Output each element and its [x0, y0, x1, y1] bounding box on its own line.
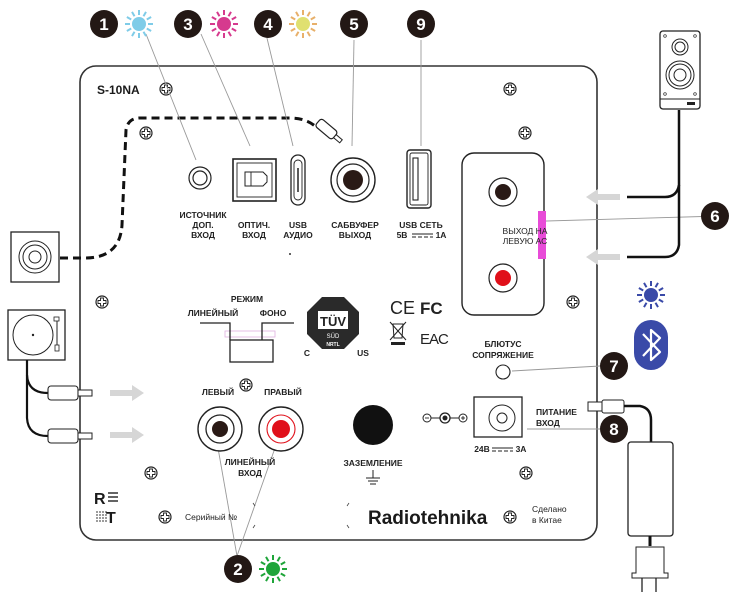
- usb-power-current: 1А: [436, 230, 447, 240]
- svg-text:NRTL: NRTL: [326, 342, 339, 348]
- ground-terminal: [353, 405, 393, 445]
- bluetooth-pair-button[interactable]: [495, 364, 511, 380]
- serial-frame: [252, 502, 350, 529]
- svg-text:8: 8: [609, 420, 618, 439]
- left-speaker-label-2: ЛЕВУЮ АС: [503, 236, 548, 246]
- power-input-jack: [473, 396, 523, 438]
- tuv-certification-icon: TÜV SÜD NRTL: [307, 297, 359, 349]
- subwoofer-output-jack: [330, 157, 376, 203]
- callout-badge-6: 6: [701, 202, 729, 230]
- svg-text:1: 1: [99, 15, 108, 34]
- aux-label-1: ИСТОЧНИК: [179, 210, 227, 220]
- aux-input-jack: [188, 166, 212, 190]
- tuv-us-label: US: [357, 348, 369, 358]
- bluetooth-icon: [634, 320, 668, 370]
- optical-label-2: ВХОД: [242, 230, 266, 240]
- line-in-label-1: ЛИНЕЙНЫЙ: [225, 456, 276, 467]
- aux-label-3: ВХОД: [191, 230, 215, 240]
- arrow-left-icon: [586, 189, 620, 265]
- subwoofer-label-2: ВЫХОД: [339, 230, 371, 240]
- usb-power-label: USB СЕТЬ: [399, 220, 442, 230]
- svg-text:3: 3: [183, 15, 192, 34]
- callout-badge-5: 5: [340, 10, 368, 38]
- led-green-icon: [259, 555, 287, 583]
- usb-audio-label-1: USB: [289, 220, 307, 230]
- mode-switch[interactable]: [200, 322, 294, 363]
- callout-lines: [145, 33, 721, 557]
- bluetooth-label-1: БЛЮТУС: [484, 339, 521, 349]
- callout-badge-1: 1: [90, 10, 118, 38]
- line-in-right-jack: [258, 406, 304, 452]
- mode-line-label: ЛИНЕЙНЫЙ: [188, 307, 239, 318]
- dc-polarity-icon: [422, 412, 468, 424]
- svg-text:2: 2: [233, 560, 242, 579]
- made-in-line-1: Сделано: [532, 504, 567, 514]
- callout-badge-7: 7: [600, 352, 628, 380]
- led-yellow-icon: [289, 10, 317, 38]
- optical-input-jack: [232, 158, 277, 202]
- callout-badge-8: 8: [600, 415, 628, 443]
- svg-text:T: T: [106, 510, 116, 527]
- magenta-marker: [538, 211, 546, 259]
- usb-power-volt: 5В: [397, 230, 408, 240]
- svg-text:R: R: [94, 491, 106, 508]
- led-blue-icon: [125, 10, 153, 38]
- left-speaker-output: [461, 152, 545, 316]
- model-name: S-10NA: [97, 83, 140, 97]
- ground-icon: [366, 470, 380, 485]
- line-in-left-jack: [197, 406, 243, 452]
- left-speaker-label-1: ВЫХОД НА: [503, 226, 548, 236]
- subwoofer-icon: [10, 231, 60, 283]
- eac-mark-icon: EAC: [420, 331, 449, 348]
- fcc-mark-icon: FC: [420, 299, 443, 318]
- callout-badge-4: 4: [254, 10, 282, 38]
- mode-title: РЕЖИМ: [231, 294, 263, 304]
- usb-audio-port: [290, 154, 306, 206]
- power-label-2: ВХОД: [536, 418, 560, 428]
- svg-text:TÜV: TÜV: [320, 314, 346, 329]
- power-label-1: ПИТАНИЕ: [536, 407, 577, 417]
- line-in-right-label: ПРАВЫЙ: [264, 386, 302, 397]
- power-voltage: 24В: [474, 444, 490, 454]
- callout-badge-2: 2: [224, 555, 252, 583]
- svg-text:4: 4: [263, 15, 273, 34]
- power-current: 3А: [516, 444, 527, 454]
- subwoofer-label-1: САБВУФЕР: [331, 220, 379, 230]
- callout-badge-3: 3: [174, 10, 202, 38]
- arrow-right-icon: [110, 385, 144, 443]
- aux-label-2: ДОП.: [192, 220, 213, 230]
- svg-text:6: 6: [710, 207, 719, 226]
- rca-plug-icon: [315, 118, 343, 144]
- bluetooth-label-2: СОПРЯЖЕНИЕ: [472, 350, 534, 360]
- brand-name: Radiotehnika: [368, 508, 488, 529]
- ground-label: ЗАЗЕМЛЕНИЕ: [343, 458, 402, 468]
- ce-mark-icon: CE: [390, 298, 415, 318]
- usb-power-port: [406, 149, 432, 209]
- made-in-line-2: в Китае: [532, 515, 562, 525]
- line-in-left-label: ЛЕВЫЙ: [202, 386, 234, 397]
- svg-text:7: 7: [609, 357, 618, 376]
- svg-text:SÜD: SÜD: [327, 333, 340, 340]
- line-in-label-2: ВХОД: [238, 468, 262, 478]
- subwoofer-cable: [60, 116, 316, 260]
- serial-label: Серийный №: [185, 512, 237, 522]
- speaker-icon: [659, 30, 701, 110]
- rca-plug-icon: [47, 385, 93, 444]
- led-bt-blue-icon: [637, 281, 665, 309]
- dot-mark: [289, 253, 291, 255]
- turntable-icon: [7, 309, 66, 361]
- svg-text:5: 5: [349, 15, 358, 34]
- weee-icon: [389, 321, 407, 345]
- led-magenta-icon: [210, 10, 238, 38]
- tuv-c-label: C: [304, 348, 310, 358]
- rt-logo: R T: [94, 491, 118, 527]
- callout-badge-9: 9: [407, 10, 435, 38]
- optical-label-1: ОПТИЧ.: [238, 220, 270, 230]
- power-adapter-icon: [587, 399, 674, 592]
- svg-text:9: 9: [416, 15, 425, 34]
- mode-phono-label: ФОНО: [260, 308, 287, 318]
- usb-audio-label-2: АУДИО: [283, 230, 313, 240]
